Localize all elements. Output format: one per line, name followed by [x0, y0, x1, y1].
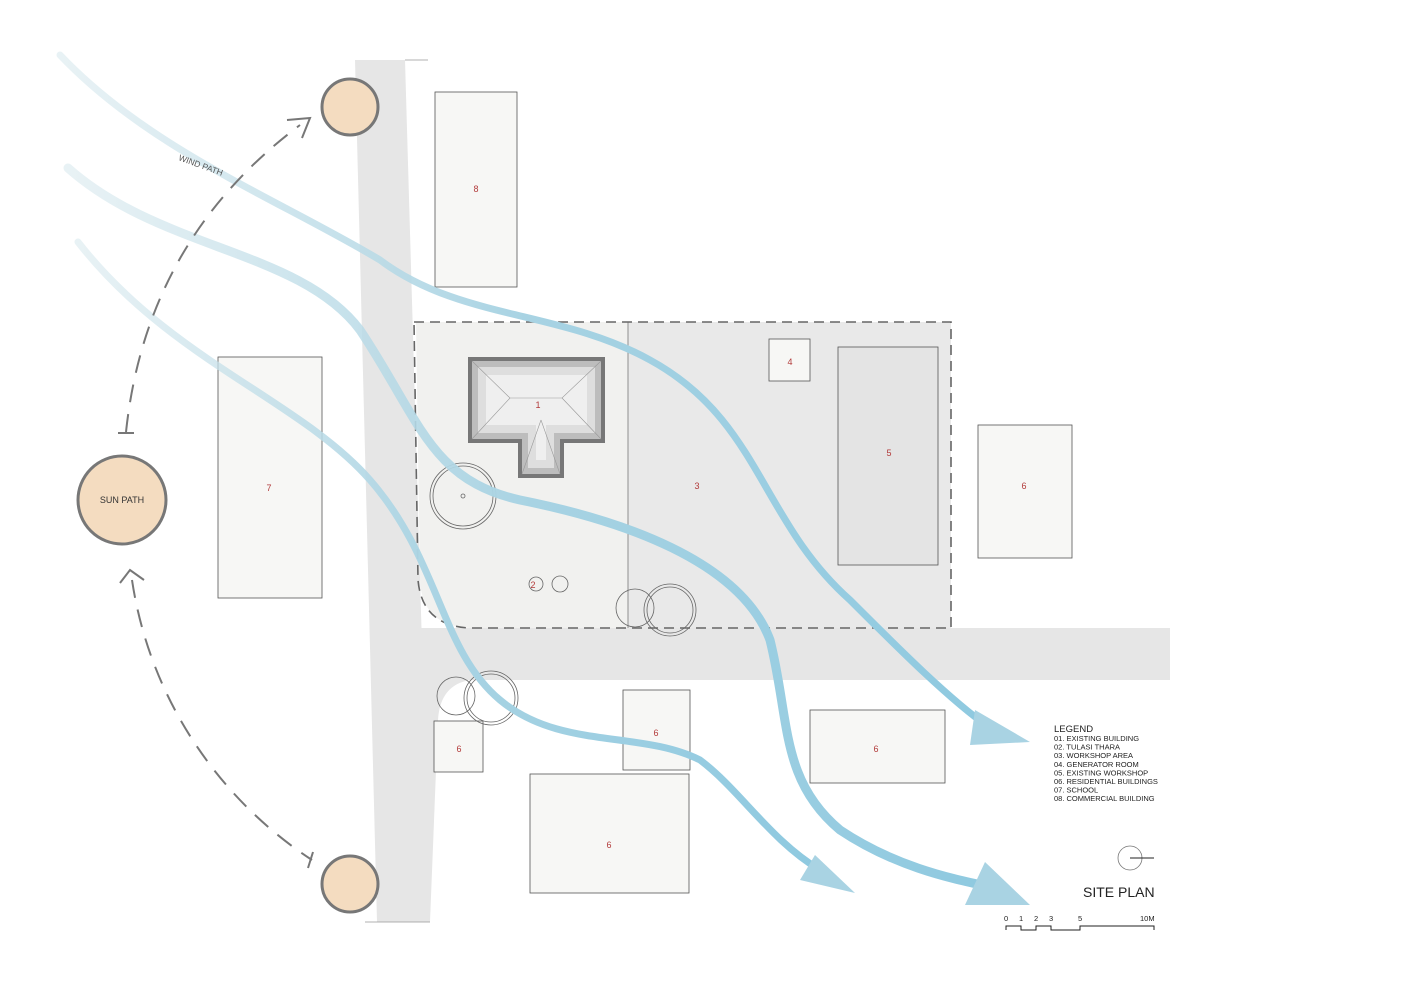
drawing-title: SITE PLAN	[1083, 884, 1155, 900]
scale-tick: 10M	[1140, 914, 1155, 923]
building-6	[529, 773, 690, 894]
label-5: 5	[886, 448, 891, 458]
label-7: 7	[266, 483, 271, 493]
sun-icon	[320, 854, 380, 914]
scale-tick: 3	[1049, 914, 1053, 923]
scale-tick: 1	[1019, 914, 1023, 923]
label-8: 8	[473, 184, 478, 194]
label-2: 2	[530, 580, 535, 590]
sun-icon	[320, 77, 380, 137]
horizontal-road	[410, 628, 1170, 922]
legend-item: 08. COMMERCIAL BUILDING	[1054, 794, 1155, 803]
wind-paths	[56, 51, 1000, 893]
label-4: 4	[787, 357, 792, 367]
legend: LEGEND 01. EXISTING BUILDING 02. TULASI …	[1054, 724, 1158, 803]
scale-tick: 5	[1078, 914, 1082, 923]
legend-heading: LEGEND	[1054, 724, 1093, 735]
building-8	[434, 91, 518, 288]
label-6: 6	[873, 744, 878, 754]
label-6: 6	[653, 728, 658, 738]
scale-tick: 0	[1004, 914, 1008, 923]
label-1: 1	[535, 400, 540, 410]
north-arrow-icon	[1117, 845, 1154, 871]
building-6	[622, 689, 691, 771]
building-6	[809, 709, 946, 784]
wind-path-label: WIND PATH	[177, 152, 224, 177]
wind-arrowhead	[800, 855, 855, 893]
legend-item: 06. RESIDENTIAL BUILDINGS	[1054, 777, 1158, 786]
sun-path: SUN PATH	[76, 77, 380, 914]
legend-item: 05. EXISTING WORKSHOP	[1054, 768, 1148, 777]
vertical-road	[355, 60, 430, 922]
scale-tick: 2	[1034, 914, 1038, 923]
existing-building	[468, 357, 605, 478]
building-6	[977, 424, 1073, 559]
label-6: 6	[1021, 481, 1026, 491]
scale-bar: 0 1 2 3 5 10M	[1004, 914, 1155, 931]
sun-path-label: SUN PATH	[100, 495, 144, 505]
wind-arrowhead	[965, 862, 1030, 905]
building-6	[433, 720, 484, 773]
legend-item: 02. TULASI THARA	[1054, 743, 1120, 752]
sun-icon	[76, 454, 168, 546]
building-4	[768, 338, 811, 382]
label-6: 6	[456, 744, 461, 754]
building-7	[217, 356, 323, 599]
legend-item: 01. EXISTING BUILDING	[1054, 734, 1139, 743]
wind-arrowhead	[970, 710, 1030, 745]
legend-item: 03. WORKSHOP AREA	[1054, 751, 1133, 760]
building-5	[837, 346, 939, 566]
legend-item: 04. GENERATOR ROOM	[1054, 760, 1139, 769]
label-6: 6	[606, 840, 611, 850]
label-3: 3	[694, 481, 699, 491]
legend-item: 07. SCHOOL	[1054, 786, 1098, 795]
trees	[429, 462, 697, 726]
